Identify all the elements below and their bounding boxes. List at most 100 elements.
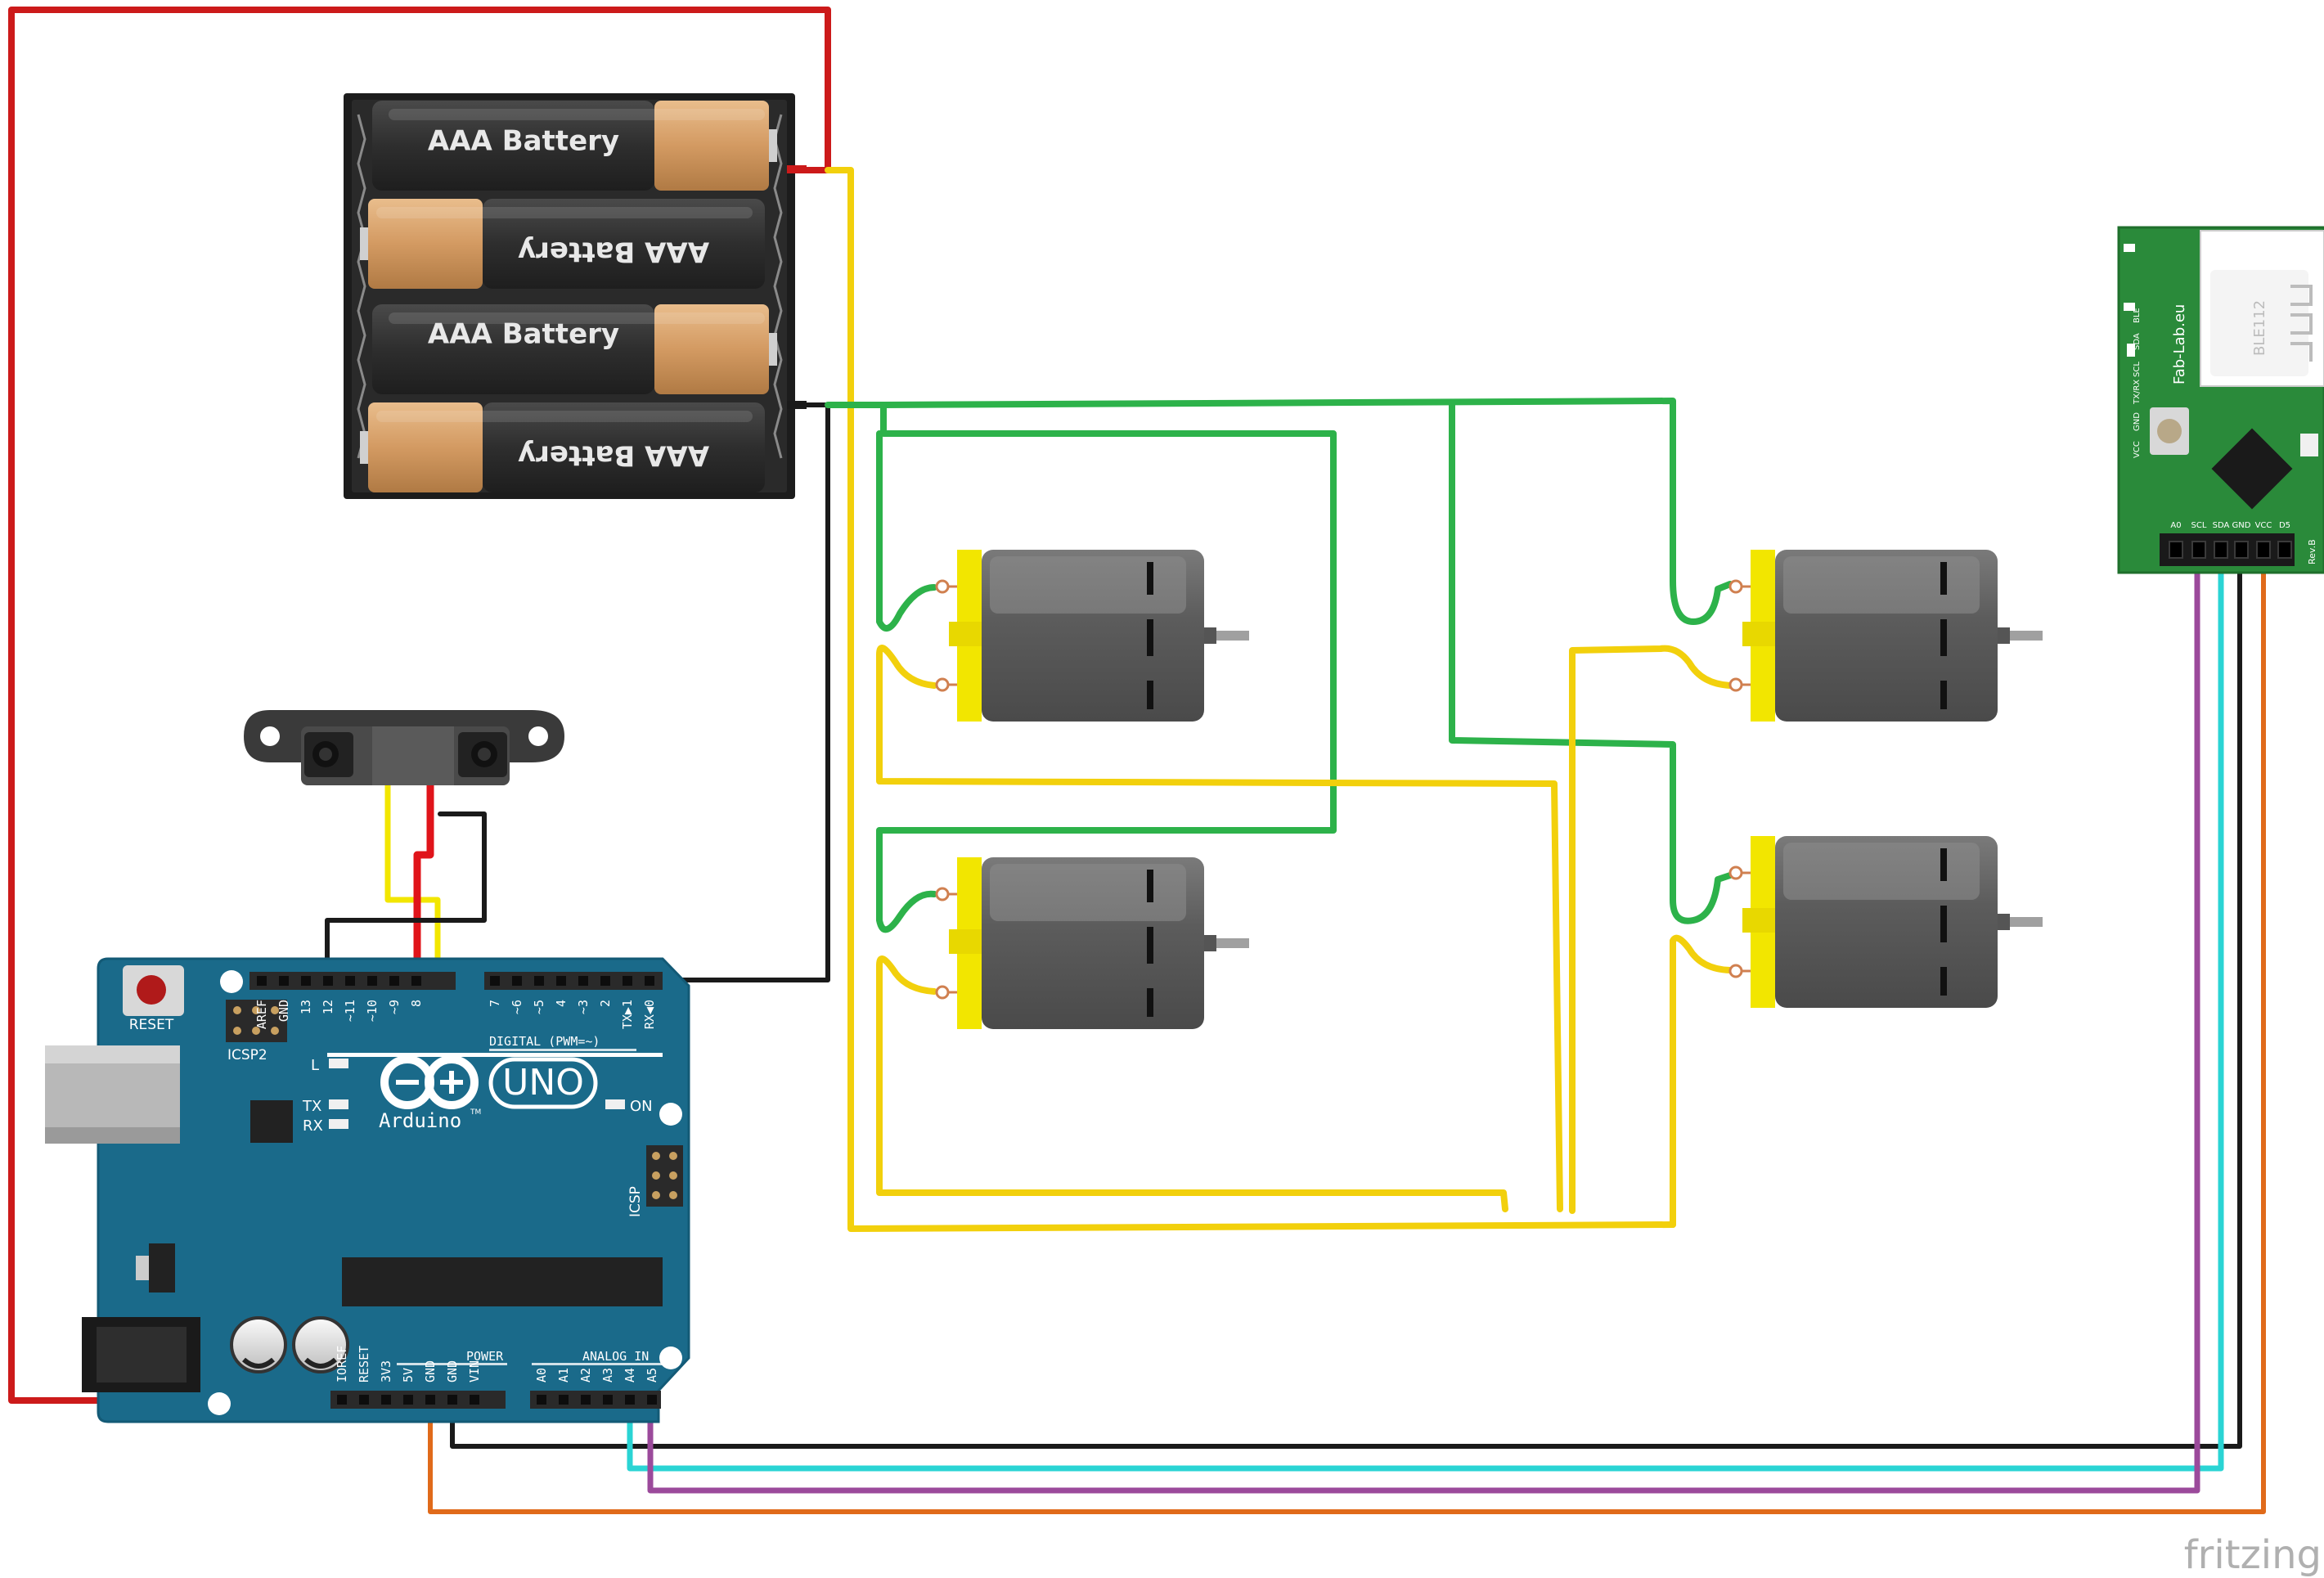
led-l-label: L	[311, 1057, 319, 1074]
pin-label: A3	[600, 1368, 615, 1382]
wire-sensor-yellow	[384, 778, 441, 978]
led-rx-label: RX	[303, 1117, 323, 1135]
pin-label: ~5	[532, 1000, 546, 1014]
wire-sensor-black	[325, 811, 487, 978]
led-on-label: ON	[630, 1098, 653, 1115]
header-pin[interactable]	[411, 976, 421, 986]
ir-distance-sensor	[244, 710, 564, 785]
header-pin[interactable]	[323, 976, 333, 986]
ble-header-pin[interactable]	[2214, 541, 2228, 559]
pin-label: ~11	[343, 1000, 357, 1022]
header-pin[interactable]	[512, 976, 522, 986]
wire-green-right-inner	[1449, 399, 1733, 924]
header-pin[interactable]	[645, 976, 654, 986]
header-pin[interactable]	[603, 1395, 613, 1405]
wire-yellow-motor2	[876, 955, 1508, 1212]
ble-header-pin[interactable]	[2256, 541, 2271, 559]
header-pin[interactable]	[490, 976, 500, 986]
battery-cell-label: AAA Battery	[518, 236, 709, 268]
pin-label: A2	[578, 1368, 593, 1382]
wire-yellow-main-bus	[825, 167, 1676, 1232]
wire-yellow-motor3	[1569, 645, 1733, 1214]
led-tx	[329, 1099, 348, 1109]
header-pin[interactable]	[447, 1395, 457, 1405]
header-pin[interactable]	[470, 1395, 479, 1405]
pin-label: 5V	[401, 1368, 416, 1382]
header-pin[interactable]	[600, 976, 610, 986]
ble-silk-label: GND	[2232, 521, 2251, 530]
pin-label: ~10	[365, 1000, 380, 1022]
motors	[935, 550, 2043, 1029]
arduino-uno: RESET ICSP2	[45, 957, 690, 1423]
header-pin[interactable]	[403, 1395, 413, 1405]
header-pin[interactable]	[345, 976, 355, 986]
header-pin[interactable]	[625, 1395, 635, 1405]
atmega-chip	[342, 1257, 663, 1306]
arduino-logo	[380, 1055, 479, 1109]
pin-label: A4	[623, 1368, 637, 1382]
header-pin[interactable]	[381, 1395, 391, 1405]
header-pin[interactable]	[556, 976, 566, 986]
ble-silk-label: D5	[2279, 521, 2290, 530]
pin-label: ~3	[576, 1000, 591, 1014]
pin-label: A5	[645, 1368, 659, 1382]
wire-green-left-loop	[876, 402, 1337, 933]
icsp2-header	[226, 1000, 287, 1042]
header-pin[interactable]	[534, 976, 544, 986]
power-label: POWER	[466, 1349, 504, 1364]
ble-header-pin[interactable]	[2191, 541, 2206, 559]
ble-silk-label: TX/RX	[2133, 380, 2142, 405]
pin-label: GND	[276, 1000, 291, 1022]
wire-purple-ble-scl	[647, 533, 2200, 1494]
led-rx	[329, 1119, 348, 1129]
model-label: UNO	[502, 1062, 584, 1104]
header-pin[interactable]	[367, 976, 377, 986]
pin-label: IOREF	[335, 1346, 349, 1382]
header-pin[interactable]	[623, 976, 632, 986]
ble-silk-label: SDA	[2133, 333, 2142, 350]
header-pin[interactable]	[279, 976, 289, 986]
ble-silk-label: VCC	[2255, 521, 2272, 530]
dc-motor	[1728, 550, 2043, 722]
header-pin[interactable]	[389, 976, 399, 986]
battery-terminal-positive	[787, 165, 807, 173]
header-pin[interactable]	[337, 1395, 347, 1405]
header-pin[interactable]	[257, 976, 267, 986]
header-pin[interactable]	[359, 1395, 369, 1405]
wire-sensor-red	[413, 777, 434, 979]
digital-label: DIGITAL (PWM=~)	[489, 1034, 600, 1049]
battery-cell: AAA Battery	[372, 101, 777, 191]
wire-yellow-motor4	[1670, 934, 1733, 1228]
wire-yellow-motor1	[876, 645, 1563, 1212]
header-pin[interactable]	[578, 976, 588, 986]
battery-pack: AAA Battery AAA Battery AAA Battery AAA …	[344, 93, 807, 499]
wire-cyan-ble-sda	[627, 533, 2224, 1472]
ble-silk-label: SCL	[2191, 521, 2207, 530]
ble-header-pin[interactable]	[2169, 541, 2183, 559]
battery-cell-label: AAA Battery	[518, 439, 709, 472]
icsp-label: ICSP	[627, 1186, 644, 1217]
wire-green-motor1	[876, 430, 937, 632]
header-pin[interactable]	[425, 1395, 435, 1405]
battery-terminal-negative	[787, 401, 807, 409]
battery-cell: AAA Battery	[372, 304, 777, 394]
header-pin[interactable]	[537, 1395, 546, 1405]
header-pin[interactable]	[559, 1395, 569, 1405]
battery-cell: AAA Battery	[360, 402, 765, 492]
pin-label: TX▶1	[620, 1000, 635, 1029]
pin-label: ~6	[510, 1000, 524, 1014]
header-pin[interactable]	[301, 976, 311, 986]
wires	[8, 7, 2266, 1514]
ble-header-pin[interactable]	[2277, 541, 2292, 559]
header-pin[interactable]	[647, 1395, 657, 1405]
pin-label: RESET	[357, 1346, 371, 1382]
header-pin[interactable]	[581, 1395, 591, 1405]
pin-label: AREF	[254, 1000, 269, 1029]
pin-label: 12	[321, 1000, 335, 1014]
led-on	[605, 1099, 625, 1109]
pin-label: GND	[423, 1360, 438, 1382]
trademark-label: TM	[470, 1108, 481, 1117]
ble-silk-label: SCL	[2133, 362, 2142, 377]
ble-header-pin[interactable]	[2234, 541, 2249, 559]
